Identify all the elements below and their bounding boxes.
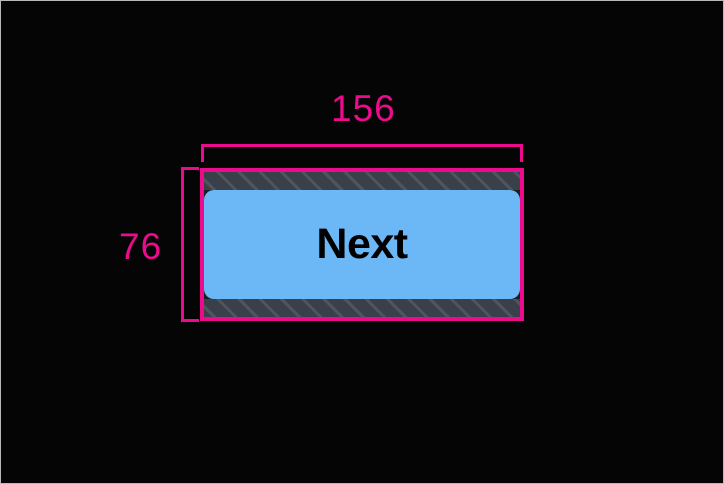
padding-hatch-bottom [204, 299, 520, 317]
next-button-label: Next [316, 220, 408, 268]
height-dimension-label: 76 [119, 226, 163, 267]
next-button[interactable]: Next [204, 190, 520, 299]
element-bounding-box: Next [200, 168, 524, 321]
width-dimension-bracket [201, 144, 523, 162]
height-dimension-bracket [181, 167, 199, 322]
width-dimension-label: 156 [331, 88, 396, 129]
padding-hatch-top [204, 172, 520, 190]
